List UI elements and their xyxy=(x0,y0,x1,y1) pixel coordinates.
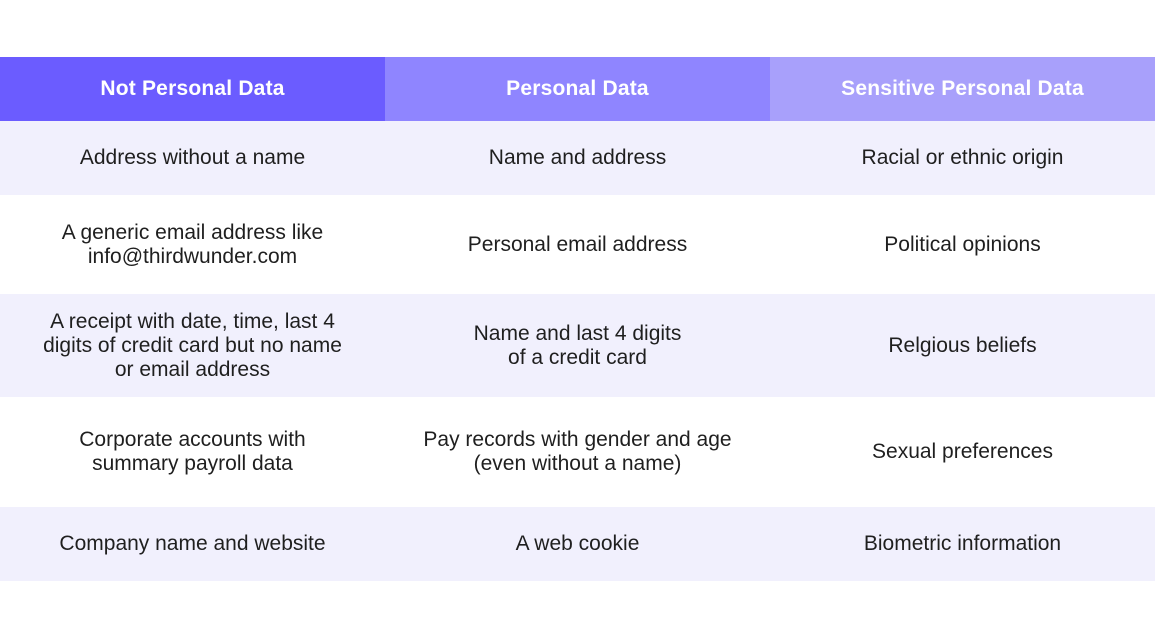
table-cell: Company name and website xyxy=(59,532,326,555)
data-classification-table: Not Personal Data Personal Data Sensitiv… xyxy=(0,57,1155,581)
table-cell: Racial or ethnic origin xyxy=(861,146,1064,169)
table-row: A generic email address like info@thirdw… xyxy=(0,195,1155,294)
table-cell: Sexual preferences xyxy=(872,440,1053,463)
table-cell: Name and last 4 digits of a credit card xyxy=(473,321,682,369)
table-row: Company name and website A web cookie Bi… xyxy=(0,507,1155,581)
header-sensitive-personal-data: Sensitive Personal Data xyxy=(770,57,1155,121)
table-cell: Relgious beliefs xyxy=(888,333,1037,357)
table-cell: Personal email address xyxy=(467,232,688,256)
table-cell: Political opinions xyxy=(884,232,1041,256)
table-cell: A generic email address like info@thirdw… xyxy=(61,220,324,268)
table-cell: A receipt with date, time, last 4 digits… xyxy=(43,309,342,381)
table-header-row: Not Personal Data Personal Data Sensitiv… xyxy=(0,57,1155,121)
table-row: A receipt with date, time, last 4 digits… xyxy=(0,294,1155,397)
table-cell: Pay records with gender and age (even wi… xyxy=(423,428,732,475)
table-cell: Address without a name xyxy=(79,146,306,169)
header-personal-data: Personal Data xyxy=(385,57,770,121)
table-cell: Biometric information xyxy=(863,532,1062,555)
table-cell: A web cookie xyxy=(515,532,640,555)
table-row: Corporate accounts with summary payroll … xyxy=(0,397,1155,507)
table-cell: Corporate accounts with summary payroll … xyxy=(79,428,306,475)
table-cell: Name and address xyxy=(488,146,667,169)
header-not-personal-data: Not Personal Data xyxy=(0,57,385,121)
table-row: Address without a name Name and address … xyxy=(0,121,1155,195)
